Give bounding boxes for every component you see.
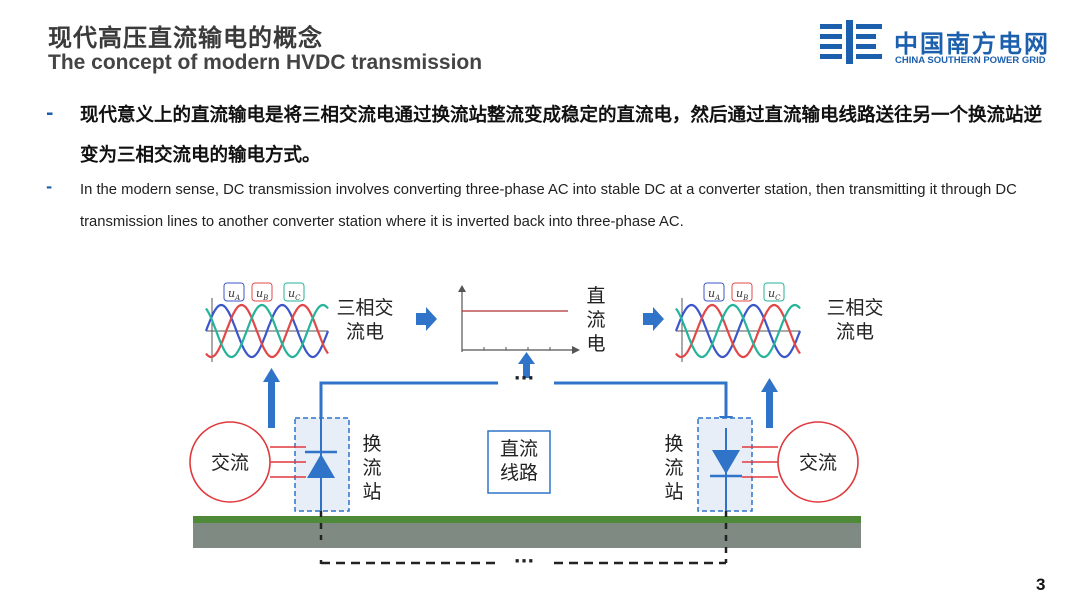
dc-waveform-plot [458,285,580,354]
left-three-phase-waveform: uA uB uC [204,282,330,362]
left-ac-source-label: 交流 [210,452,249,474]
description-chinese: 现代意义上的直流输电是将三相交流电通过换流站整流变成稳定的直流电，然后通过直流输… [80,105,1043,166]
dc-label: 直流电 [586,285,606,355]
left-converter-label: 换流站 [362,433,382,503]
ground-grass [193,516,861,523]
title-chinese: 现代高压直流输电的概念 [48,24,323,52]
arrow-up-icon [263,368,280,428]
arrow-up-icon [518,352,535,378]
page-number: 3 [1036,575,1046,594]
ground-return-path [319,511,728,565]
right-three-phase-waveform: uA uB uC [674,282,802,362]
arrow-right-icon [643,307,664,331]
description-english: In the modern sense, DC transmission inv… [80,182,1017,230]
logo-name-english: CHINA SOUTHERN POWER GRID [895,55,1046,66]
title-english: The concept of modern HVDC transmission [48,51,483,74]
company-logo: 中国南方电网 CHINA SOUTHERN POWER GRID [818,20,1063,70]
bullet-marker-en: - [46,178,53,196]
dc-line-top [554,381,728,420]
bullet-marker-zh: - [46,103,54,124]
dc-line-label-box [487,430,551,494]
three-phase-ac-label-right: 三相交流电 [826,297,884,343]
right-converter-label: 换流站 [664,433,684,503]
grid-logo-icon [820,20,882,64]
inverter-diode-icon [710,450,742,478]
rectifier-diode-icon [305,450,337,478]
left-three-phase-connection [270,446,306,478]
dc-line-label: 直流线路 [499,438,538,484]
right-ac-source-label: 交流 [798,452,837,474]
logo-name-chinese: 中国南方电网 [894,30,1050,58]
arrow-up-icon [761,378,778,428]
ellipsis-bottom: ··· [513,551,535,572]
arrow-right-icon [416,307,437,331]
three-phase-ac-label-left: 三相交流电 [336,297,394,343]
right-three-phase-connection [742,446,778,478]
ellipsis-top: ··· [513,368,535,389]
